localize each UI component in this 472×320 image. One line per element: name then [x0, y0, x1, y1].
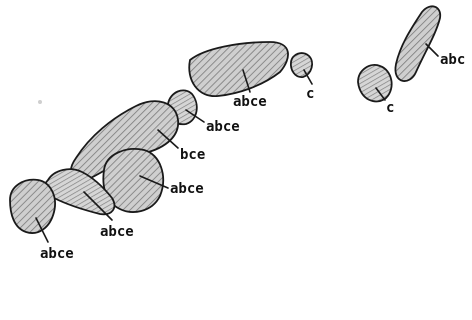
blob-lower-left — [10, 180, 55, 242]
label-small-dot: c — [306, 86, 314, 102]
blob-top — [189, 42, 288, 96]
rod-right — [395, 6, 440, 81]
speck — [38, 100, 42, 104]
label-mid-small: abce — [206, 119, 240, 135]
label-lower-chain: abce — [100, 224, 134, 240]
label-mid-long: bce — [180, 147, 205, 163]
leader-right-rod — [426, 44, 438, 56]
label-lower-left: abce — [40, 246, 74, 262]
knob-right — [358, 65, 392, 102]
label-right-rod: abc — [440, 52, 465, 68]
blob-small-dot — [291, 53, 312, 84]
label-right-knob: c — [386, 100, 394, 116]
label-center: abce — [170, 181, 204, 197]
label-top-blob: abce — [233, 94, 267, 110]
